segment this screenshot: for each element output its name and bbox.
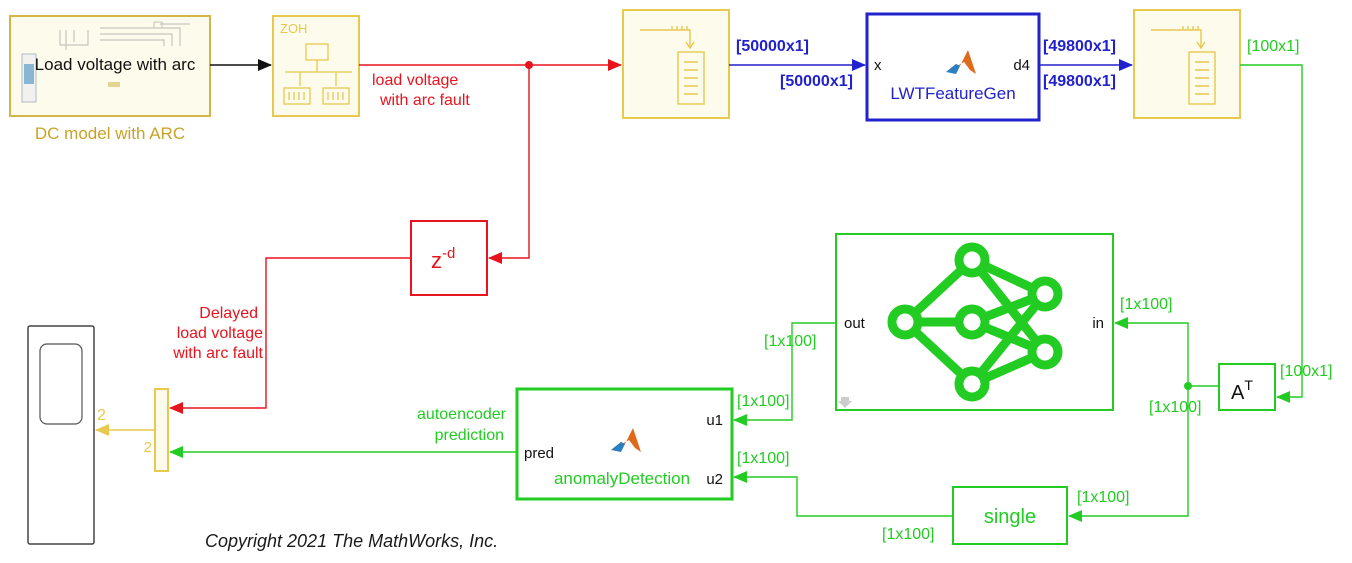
signal-line-branch-to-autoencoder[interactable] <box>1114 317 1189 386</box>
anomaly-detection-block[interactable]: pred u1 u2 anomalyDetection <box>515 387 734 501</box>
delay-exponent: -d <box>442 245 455 262</box>
matlab-function-icon <box>946 50 976 74</box>
delay-expression: z-d <box>431 245 455 273</box>
anomaly-input-port-2-label: u2 <box>706 471 723 488</box>
dimension-label: [1x100] <box>737 450 789 467</box>
lwt-block-name: LWTFeatureGen <box>890 84 1015 103</box>
dimension-label: [100x1] <box>1280 363 1332 380</box>
zoh-label: ZOH <box>280 21 307 36</box>
data-type-conversion-block[interactable]: single <box>952 486 1068 545</box>
delay-block[interactable]: z-d <box>410 220 488 296</box>
zero-order-hold-block[interactable]: ZOH <box>272 15 360 117</box>
dimension-label: [1x100] <box>764 333 816 350</box>
copyright-notice: Copyright 2021 The MathWorks, Inc. <box>205 531 499 551</box>
anomaly-input-port-1-label: u1 <box>706 412 723 429</box>
signal-line-branch-to-delay[interactable] <box>488 65 530 264</box>
subsystem-preview-icon <box>21 21 190 103</box>
anomaly-output-port-label: pred <box>524 445 554 462</box>
signal-line-buffer-to-transpose[interactable] <box>1240 64 1303 403</box>
signal-line-single-to-u2[interactable] <box>733 471 953 517</box>
zoh-icon <box>283 43 352 105</box>
load-voltage-label-line1: load voltage <box>372 72 458 89</box>
lwt-output-port-label: d4 <box>1013 57 1030 74</box>
load-voltage-label-line2: with arc fault <box>379 92 470 109</box>
single-label: single <box>984 506 1036 528</box>
buffer-block-2[interactable] <box>1133 9 1241 119</box>
matlab-function-icon <box>611 428 641 452</box>
dimension-label: [1x100] <box>737 393 789 410</box>
dimension-label: [49800x1] <box>1043 73 1116 90</box>
autoencoder-prediction-line1: autoencoder <box>417 406 507 423</box>
dc-model-subsystem-block[interactable]: Load voltage with arc <box>9 15 211 117</box>
dimension-label: [50000x1] <box>736 38 809 55</box>
delayed-label-line1: Delayed <box>199 305 258 322</box>
autoencoder-block[interactable]: out in <box>835 233 1114 411</box>
autoencoder-input-port-label: in <box>1092 315 1104 332</box>
dimension-label: [1x100] <box>882 526 934 543</box>
autoencoder-prediction-line2: prediction <box>435 427 504 444</box>
dimension-label: [50000x1] <box>780 73 853 90</box>
signal-line-branch-to-single[interactable] <box>1068 386 1189 522</box>
dimension-label: [1x100] <box>1077 489 1129 506</box>
dimension-label: [1x100] <box>1149 399 1201 416</box>
subsystem-mask-arrow-icon <box>838 397 852 408</box>
delayed-label-line2: load voltage <box>177 325 263 342</box>
dimension-label: [100x1] <box>1247 38 1299 55</box>
transpose-base: A <box>1231 382 1245 404</box>
dimension-label: [1x100] <box>1120 296 1172 313</box>
lwt-feature-gen-block[interactable]: x d4 LWTFeatureGen <box>865 12 1041 122</box>
transpose-block[interactable]: AT <box>1218 363 1276 411</box>
signal-line-autoencoder-to-u1[interactable] <box>733 322 836 426</box>
anomaly-block-name: anomalyDetection <box>554 469 690 488</box>
buffer-block-1[interactable] <box>622 9 730 119</box>
signal-line-delay-to-mux[interactable] <box>169 257 411 414</box>
scope-screen-icon <box>39 343 83 425</box>
mux-output-dimension: 2 <box>144 439 152 456</box>
delay-base: z <box>431 248 442 273</box>
delayed-label-line3: with arc fault <box>172 345 263 362</box>
scope-block[interactable] <box>27 325 95 545</box>
lwt-input-port-label: x <box>874 57 882 74</box>
buffer-icon <box>640 26 705 105</box>
transpose-exponent: T <box>1244 377 1253 393</box>
buffer-icon <box>1151 26 1216 105</box>
neural-network-icon <box>887 242 1063 402</box>
dc-model-caption: DC model with ARC <box>35 124 185 143</box>
mux-input-dimension: 2 <box>97 407 106 424</box>
dimension-label: [49800x1] <box>1043 38 1116 55</box>
autoencoder-output-port-label: out <box>844 315 866 332</box>
transpose-expression: AT <box>1231 377 1253 404</box>
dc-model-inner-label: Load voltage with arc <box>35 55 196 74</box>
